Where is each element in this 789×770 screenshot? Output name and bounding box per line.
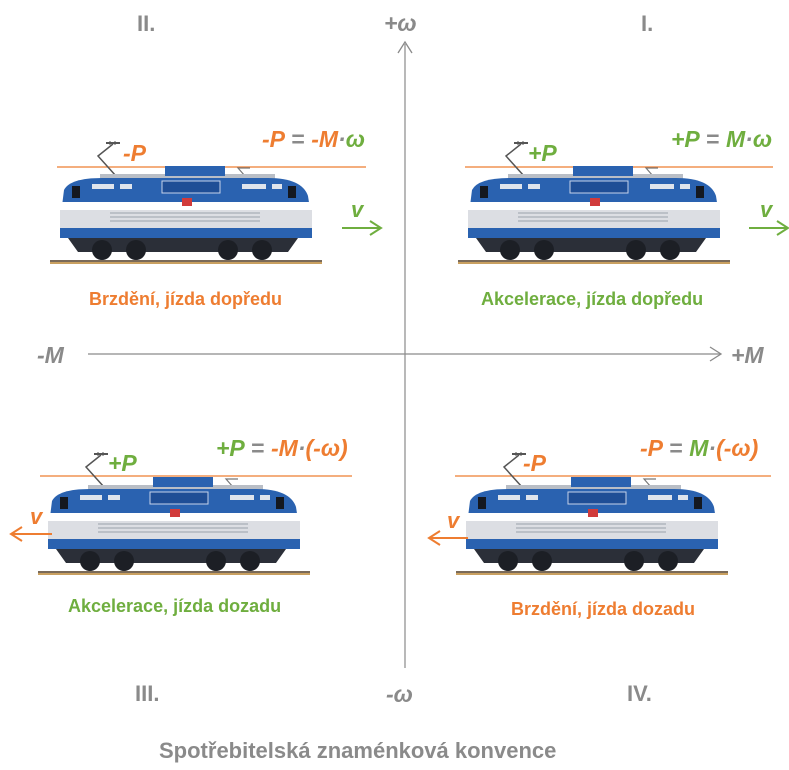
caption-q2: Brzdění, jízda dopředu — [89, 289, 283, 309]
axis-label-m-pos: +M — [731, 342, 764, 368]
formula-q4-omega: (-ω) — [716, 435, 759, 461]
formula-q2-m: -M — [311, 126, 339, 152]
formula-q1: +P = M·ω — [671, 128, 772, 151]
velocity-arrow-q2 — [342, 220, 383, 236]
power-label-q3: +P — [108, 450, 137, 476]
formula-q4-eq: = — [663, 435, 690, 461]
velocity-arrow-q3 — [9, 526, 52, 542]
axis-label-omega-pos: +ω — [384, 10, 417, 36]
quadrant-numeral-i: I. — [641, 11, 654, 36]
formula-q4-m: M — [689, 435, 709, 461]
velocity-arrow-q1 — [749, 220, 789, 236]
velocity-arrow-q4 — [427, 530, 468, 546]
caption-q4: Brzdění, jízda dozadu — [511, 599, 696, 619]
formula-q1-dot: · — [745, 126, 753, 152]
power-label-q4: -P — [523, 450, 546, 476]
formula-q2-omega: ω — [345, 126, 365, 152]
formula-q1-eq: = — [699, 126, 726, 152]
formula-q2: -P = -M·ω — [262, 128, 365, 151]
formula-q2-dot: · — [338, 126, 346, 152]
quadrant-numeral-iii: III. — [135, 681, 160, 706]
formula-q2-lhs: -P — [262, 126, 285, 152]
formula-q3-dot: · — [297, 435, 306, 461]
formula-q4-dot: · — [708, 435, 717, 461]
formula-q4: -P = M·(-ω) — [640, 437, 758, 460]
locomotive-q1 — [457, 140, 731, 265]
quadrant-numeral-ii: II. — [137, 11, 156, 36]
caption-q3: Akcelerace, jízda dozadu — [68, 596, 282, 616]
formula-q3: +P = -M·(-ω) — [216, 437, 348, 460]
omega-axis — [397, 40, 413, 668]
formula-q3-eq: = — [244, 435, 271, 461]
formula-q3-lhs: +P — [216, 435, 245, 461]
formula-q2-eq: = — [285, 126, 312, 152]
power-label-q1: +P — [528, 140, 557, 166]
axis-label-omega-neg: -ω — [386, 681, 413, 707]
axis-label-m-neg: -M — [37, 342, 64, 368]
locomotive-q4 — [455, 451, 729, 576]
formula-q1-m: M — [726, 126, 746, 152]
m-axis — [88, 346, 723, 362]
velocity-label-q2: v — [351, 197, 364, 222]
caption-q1: Akcelerace, jízda dopředu — [481, 289, 704, 309]
formula-q1-lhs: +P — [671, 126, 700, 152]
diagram-title: Spotřebitelská znaménková konvence — [159, 738, 557, 763]
velocity-label-q1: v — [760, 197, 773, 222]
locomotive-q3 — [37, 451, 311, 576]
velocity-label-q4: v — [447, 508, 460, 533]
quadrant-numeral-iv: IV. — [627, 681, 652, 706]
formula-q3-omega: (-ω) — [305, 435, 348, 461]
power-label-q2: -P — [123, 140, 146, 166]
formula-q3-m: -M — [271, 435, 298, 461]
formula-q4-lhs: -P — [640, 435, 663, 461]
locomotive-q2 — [49, 140, 323, 265]
velocity-label-q3: v — [30, 504, 43, 529]
formula-q1-omega: ω — [752, 126, 773, 152]
